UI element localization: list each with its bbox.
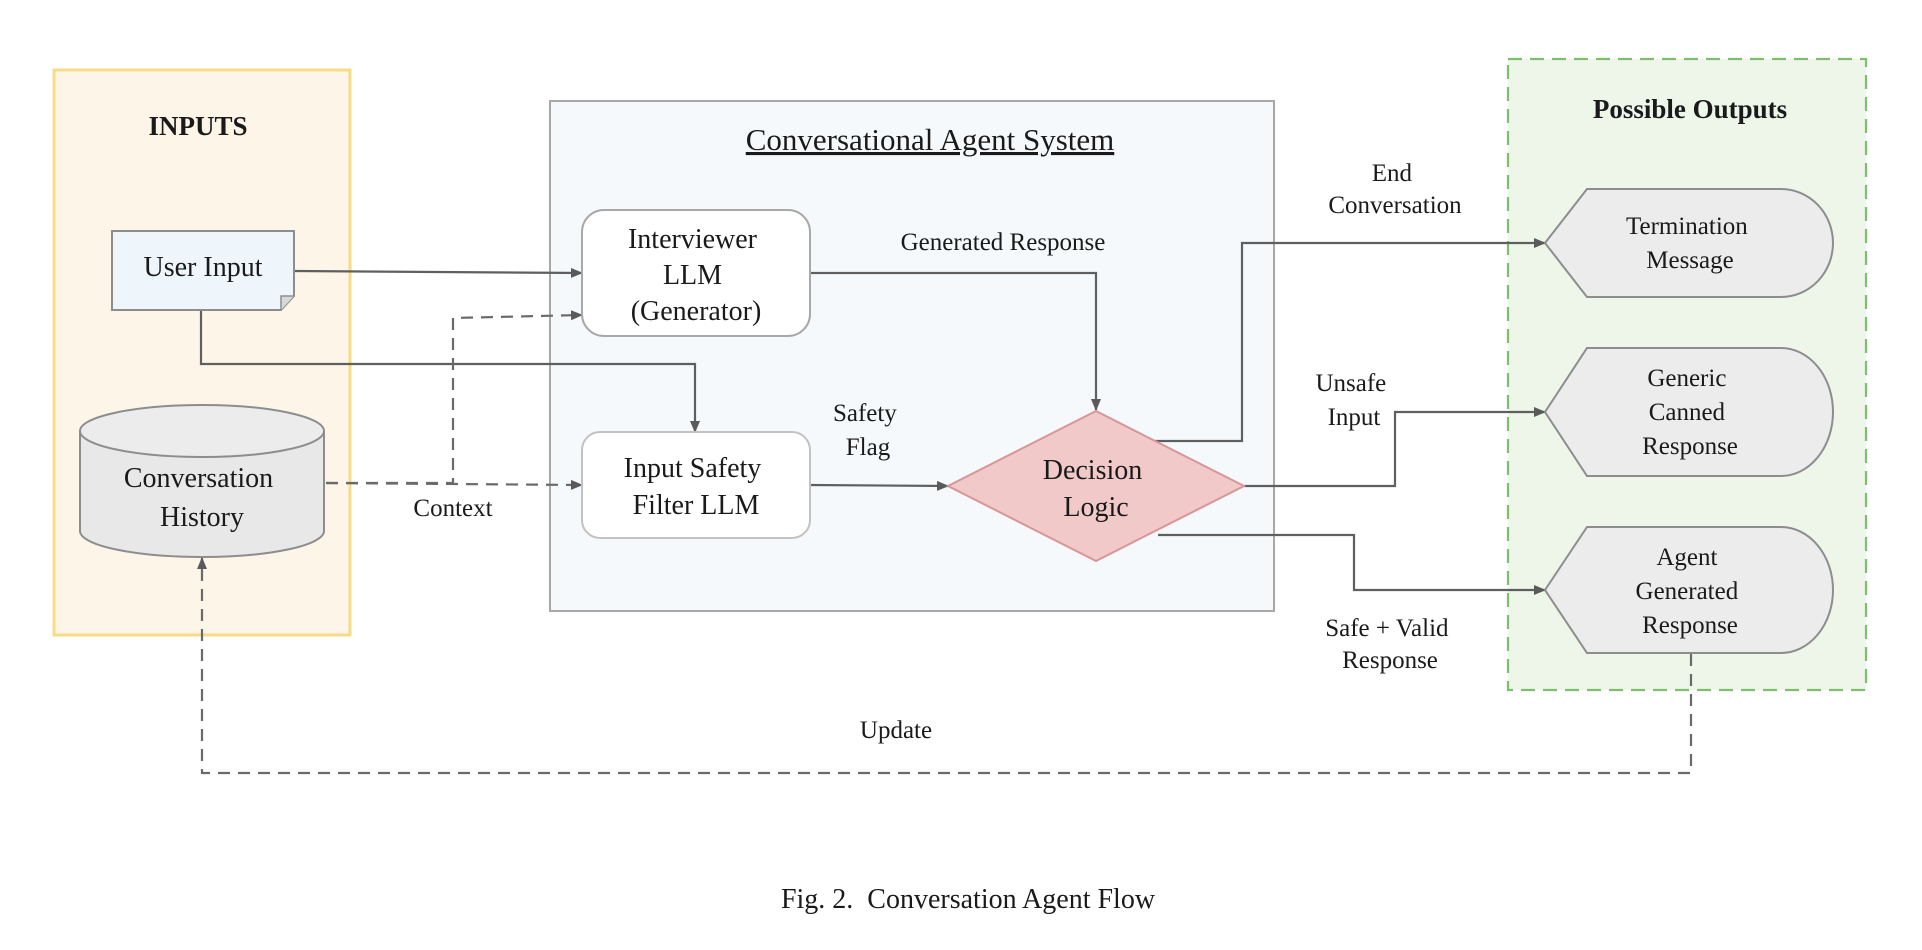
label-generated-response: Generated Response [901, 229, 1106, 256]
edges [197, 238, 1693, 775]
user-input-node: User Input [111, 230, 295, 311]
label-end-conversation: End Conversation [1328, 160, 1462, 219]
figure-caption: Fig. 2. Conversation Agent Flow [781, 884, 1156, 915]
termination-message-label: Termination Message [1626, 213, 1754, 274]
user-input-label: User Input [144, 252, 263, 283]
input-safety-filter-node: Input Safety Filter LLM [581, 431, 811, 539]
system-panel-title: Conversational Agent System [746, 122, 1115, 157]
edge-history-context-to-interviewer [326, 310, 583, 485]
conversation-history-label: Conversation History [124, 463, 280, 533]
generic-canned-response-node: Generic Canned Response [1543, 347, 1834, 477]
generic-canned-response-label: Generic Canned Response [1642, 365, 1738, 460]
label-context: Context [413, 495, 492, 522]
edge-safety-filter-to-decision [809, 480, 949, 491]
label-unsafe-input: Unsafe Input [1315, 370, 1392, 431]
outputs-panel-title: Possible Outputs [1593, 94, 1787, 124]
label-safe-valid-response: Safe + Valid Response [1325, 615, 1455, 674]
label-safety-flag: Safety Flag [833, 400, 903, 461]
agent-generated-response-label: Agent Generated Response [1636, 544, 1745, 639]
interviewer-llm-label: Interviewer LLM (Generator) [628, 224, 764, 327]
edge-decision-to-canned-response [1243, 407, 1546, 488]
interviewer-llm-node: Interviewer LLM (Generator) [581, 209, 811, 337]
label-update: Update [860, 717, 932, 744]
edge-user-input-to-safety-filter [199, 311, 700, 433]
agent-generated-response-node: Agent Generated Response [1543, 526, 1834, 654]
decision-logic-label: Decision Logic [1043, 455, 1150, 523]
edge-decision-to-termination [1155, 238, 1546, 443]
edge-interviewer-to-decision [810, 271, 1101, 411]
decision-logic-node: Decision Logic [945, 409, 1247, 563]
termination-message-node: Termination Message [1543, 188, 1834, 298]
input-safety-filter-label: Input Safety Filter LLM [624, 453, 769, 521]
edge-update-to-history [197, 557, 1693, 775]
edge-labels: Generated Response Safety Flag Context E… [413, 160, 1462, 744]
edge-user-input-to-interviewer [293, 267, 583, 278]
edge-decision-to-agent-response [1158, 533, 1546, 595]
inputs-panel-title: INPUTS [148, 111, 247, 141]
conversation-history-node: Conversation History [79, 404, 325, 558]
